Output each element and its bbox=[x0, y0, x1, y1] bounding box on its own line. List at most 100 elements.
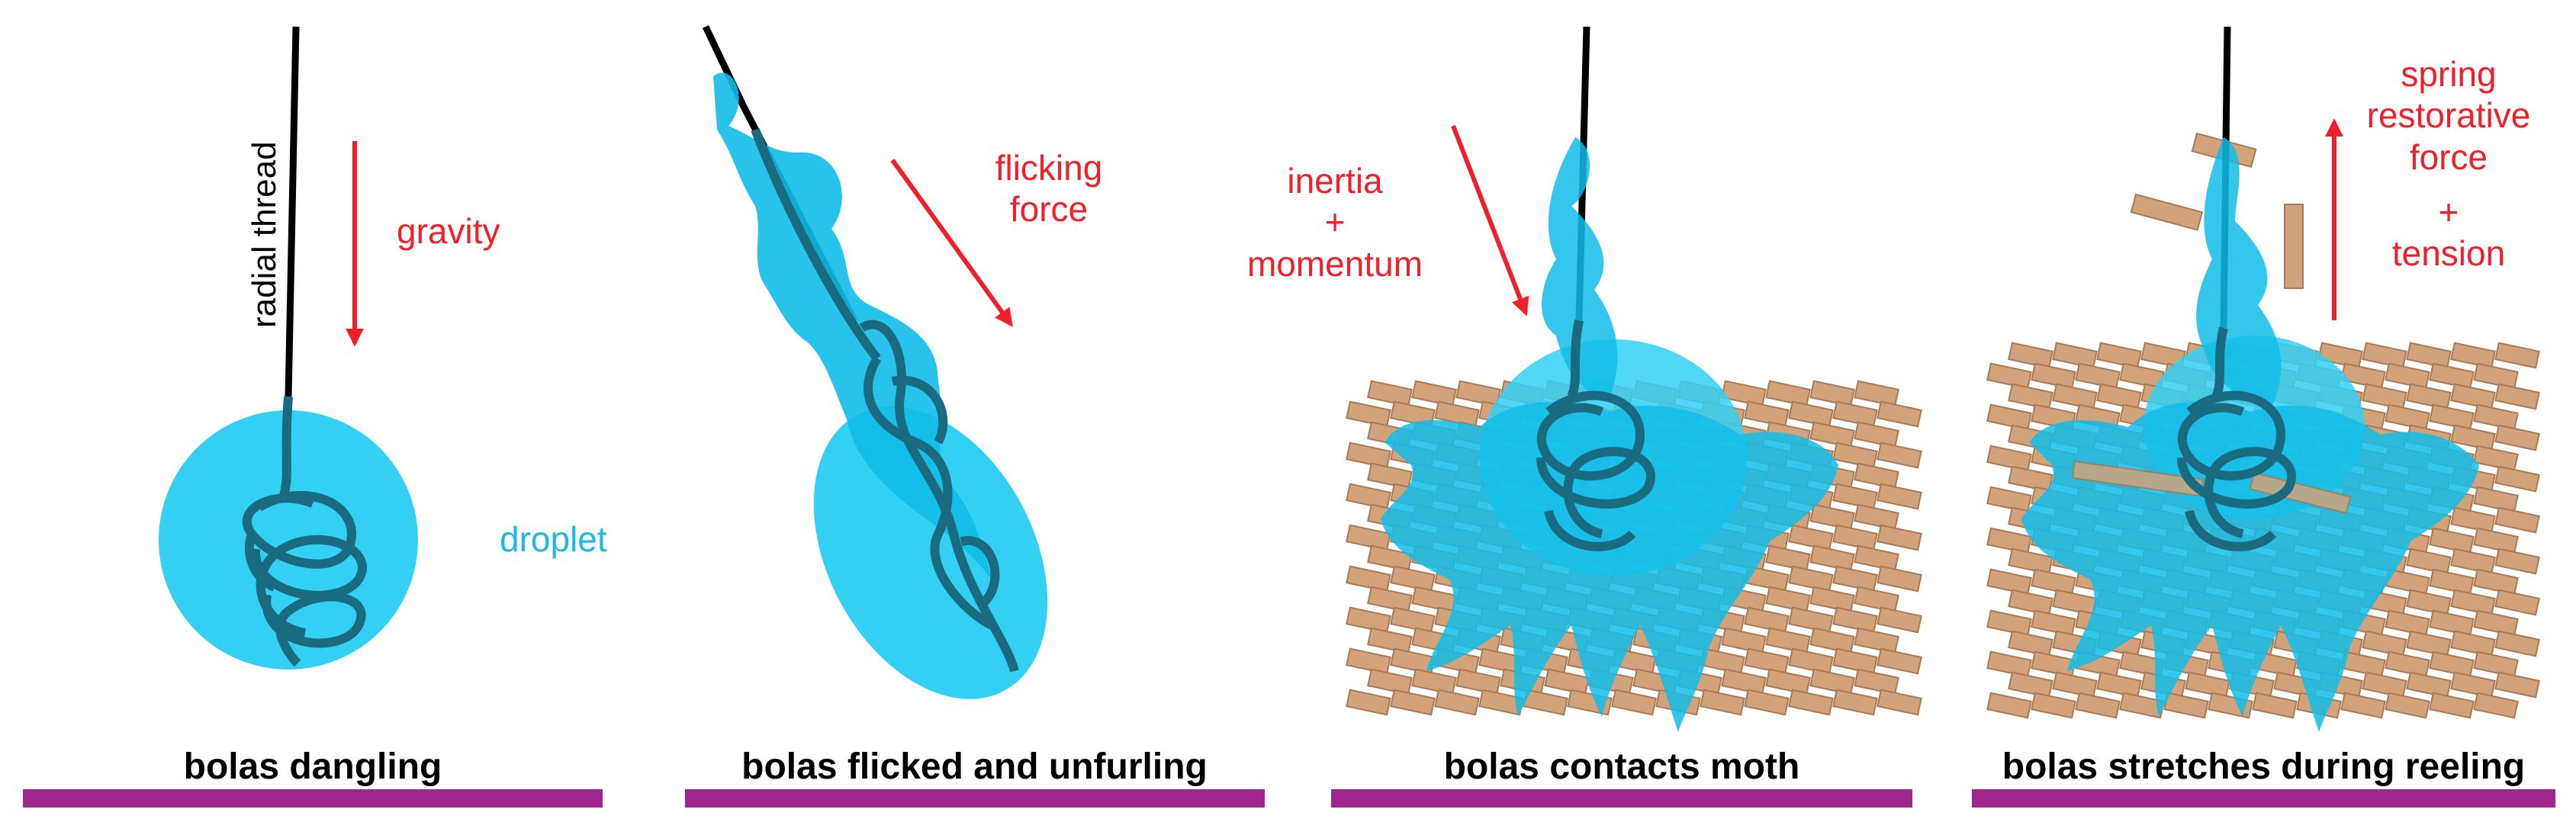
wing-scale bbox=[2008, 342, 2053, 369]
wing-scale bbox=[1877, 483, 1922, 510]
wing-scale bbox=[1832, 483, 1878, 510]
wing-scale bbox=[2450, 383, 2496, 410]
spring-label-line1: spring bbox=[2401, 54, 2497, 94]
wing-scale bbox=[2450, 424, 2496, 451]
wing-scale bbox=[2385, 692, 2430, 719]
wing-scale bbox=[2406, 589, 2452, 616]
wing-scale bbox=[2494, 383, 2540, 410]
wing-scale bbox=[1700, 689, 1745, 716]
wing-scale bbox=[1986, 527, 2032, 554]
panel-contacts bbox=[1346, 26, 1922, 732]
wing-scale bbox=[1809, 668, 1855, 695]
wing-scale bbox=[2385, 650, 2430, 678]
wing-scale bbox=[1367, 627, 1413, 654]
wing-scale bbox=[1832, 606, 1878, 634]
wing-scale bbox=[1854, 586, 1899, 613]
wing-scale bbox=[2473, 362, 2519, 390]
wing-scale bbox=[1877, 524, 1922, 551]
radial-thread bbox=[285, 26, 300, 397]
wing-scale bbox=[1367, 586, 1413, 613]
wing-scale bbox=[2406, 630, 2452, 657]
panel-dangling bbox=[159, 26, 418, 670]
wing-scale bbox=[1367, 544, 1413, 572]
wing-scale bbox=[1455, 380, 1501, 407]
wing-scale bbox=[1809, 627, 1855, 654]
wing-scale bbox=[1877, 689, 1922, 716]
panel-baseline bbox=[23, 789, 603, 808]
wing-scale bbox=[2473, 692, 2519, 719]
radial-thread-label: radial thread bbox=[246, 141, 283, 328]
wing-scale bbox=[2406, 342, 2452, 369]
wing-scale bbox=[1744, 400, 1790, 428]
panel-baseline bbox=[1331, 789, 1912, 808]
wing-scale bbox=[2031, 609, 2076, 637]
wing-scale bbox=[2031, 362, 2076, 390]
wing-scale bbox=[2429, 403, 2475, 431]
wing-scale bbox=[1854, 544, 1899, 572]
wing-scale bbox=[2473, 609, 2519, 637]
wing-scale bbox=[1854, 668, 1899, 695]
wing-scale bbox=[1744, 689, 1790, 716]
inertia-arrow bbox=[1451, 124, 1529, 316]
wing-scale bbox=[2340, 362, 2386, 390]
wing-scale bbox=[2031, 568, 2076, 596]
lifted-scale bbox=[2130, 193, 2204, 231]
wing-scale bbox=[1346, 400, 1391, 428]
wing-scale bbox=[2362, 630, 2407, 657]
wing-scale bbox=[1877, 565, 1922, 593]
wing-scale bbox=[1346, 606, 1391, 634]
wing-scale bbox=[2362, 671, 2407, 699]
wing-scale bbox=[1986, 486, 2032, 513]
wing-scale bbox=[1788, 524, 1834, 551]
wing-scale bbox=[1809, 586, 1855, 613]
flicking-label-line1: flicking bbox=[995, 148, 1103, 188]
wing-scale bbox=[2429, 609, 2475, 637]
wing-scale bbox=[1390, 565, 1436, 593]
panel-baseline bbox=[1972, 789, 2555, 808]
inertia-label-line1: inertia bbox=[1287, 161, 1383, 201]
coiled-thread bbox=[1536, 319, 1655, 551]
panel-title-flicked: bolas flicked and unfurling bbox=[741, 747, 1208, 787]
wing-scale bbox=[2429, 362, 2475, 390]
inertia-label-line2: + bbox=[1324, 202, 1346, 242]
wing-scale bbox=[1788, 565, 1834, 593]
spring-force-label: spring restorative force + tension bbox=[2357, 53, 2540, 274]
panel-flicked bbox=[702, 25, 1048, 699]
wing-scale bbox=[1788, 400, 1834, 428]
wing-scale bbox=[1832, 647, 1878, 675]
wing-scale bbox=[2429, 527, 2475, 554]
wing-scale bbox=[1877, 606, 1922, 634]
wing-scale bbox=[1854, 462, 1899, 490]
wing-scale bbox=[2450, 506, 2496, 534]
wing-scale bbox=[1390, 400, 1436, 428]
wing-scale bbox=[1765, 544, 1811, 572]
wing-scale bbox=[1986, 445, 2032, 472]
wing-scale bbox=[1346, 647, 1391, 675]
wing-scale bbox=[2385, 609, 2430, 637]
panel-title-dangling: bolas dangling bbox=[183, 747, 442, 787]
wing-scale bbox=[2450, 548, 2496, 575]
flicking-force-label: flicking force bbox=[950, 147, 1148, 230]
wing-scale bbox=[1455, 668, 1501, 695]
coiled-thread bbox=[751, 127, 1019, 673]
wing-scale bbox=[1765, 668, 1811, 695]
wing-scale bbox=[1832, 689, 1878, 716]
wing-scale bbox=[1854, 380, 1899, 407]
wing-scale bbox=[2075, 362, 2121, 390]
wing-scale bbox=[2494, 630, 2540, 657]
wing-scale bbox=[2494, 589, 2540, 616]
wing-scale bbox=[2385, 362, 2430, 390]
spring-label-line3: force bbox=[2409, 136, 2488, 177]
wing-scale bbox=[2406, 383, 2452, 410]
wing-scale bbox=[1986, 403, 2032, 431]
coiled-thread bbox=[2177, 326, 2296, 551]
wing-scale bbox=[2494, 506, 2540, 534]
spring-label-line2: restorative bbox=[2366, 95, 2531, 136]
wing-scale bbox=[2494, 342, 2540, 369]
wing-scale bbox=[2429, 650, 2475, 678]
wing-scale bbox=[2031, 692, 2076, 719]
wing-scale bbox=[1411, 586, 1457, 613]
wing-scale bbox=[2252, 692, 2298, 719]
wing-scale bbox=[1721, 668, 1767, 695]
